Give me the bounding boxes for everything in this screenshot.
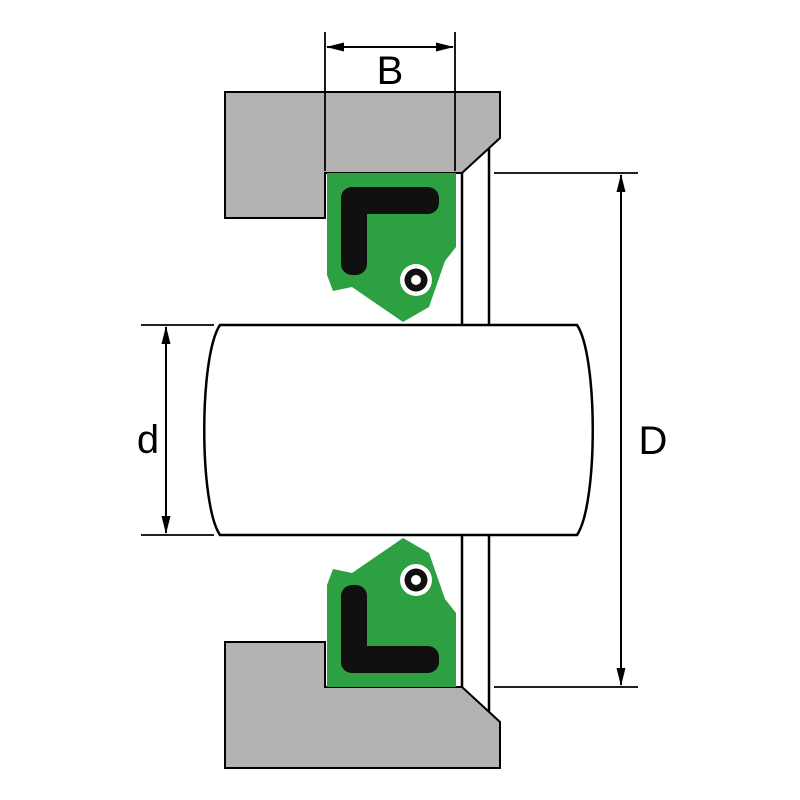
dimension-b-arrow-left: [326, 42, 344, 52]
dimension-outer-d-arrow-bottom: [616, 668, 626, 686]
dimension-outer-d-arrow-top: [616, 174, 626, 192]
dimension-b-label: B: [377, 49, 404, 93]
seal-top-spring-core: [411, 275, 421, 285]
dimension-outer-d: D: [494, 172, 668, 688]
shaft-body: [203, 323, 594, 537]
housing-section: [224, 91, 501, 769]
dimension-d-arrow-top: [161, 326, 171, 344]
dimension-b-arrow-right: [436, 42, 454, 52]
seal-bottom-case-leg: [341, 585, 367, 673]
seal-bottom-spring-core: [411, 575, 421, 585]
seal-bottom: [327, 538, 456, 687]
dimension-d-label: d: [137, 418, 159, 462]
dimension-d-arrow-bottom: [161, 516, 171, 534]
dimension-outer-d-label: D: [639, 419, 668, 463]
dimension-shaft-d: d: [137, 324, 214, 536]
seal-top-case-leg: [341, 187, 367, 275]
dimension-width-b: B: [324, 32, 456, 171]
seal-top: [327, 173, 456, 322]
